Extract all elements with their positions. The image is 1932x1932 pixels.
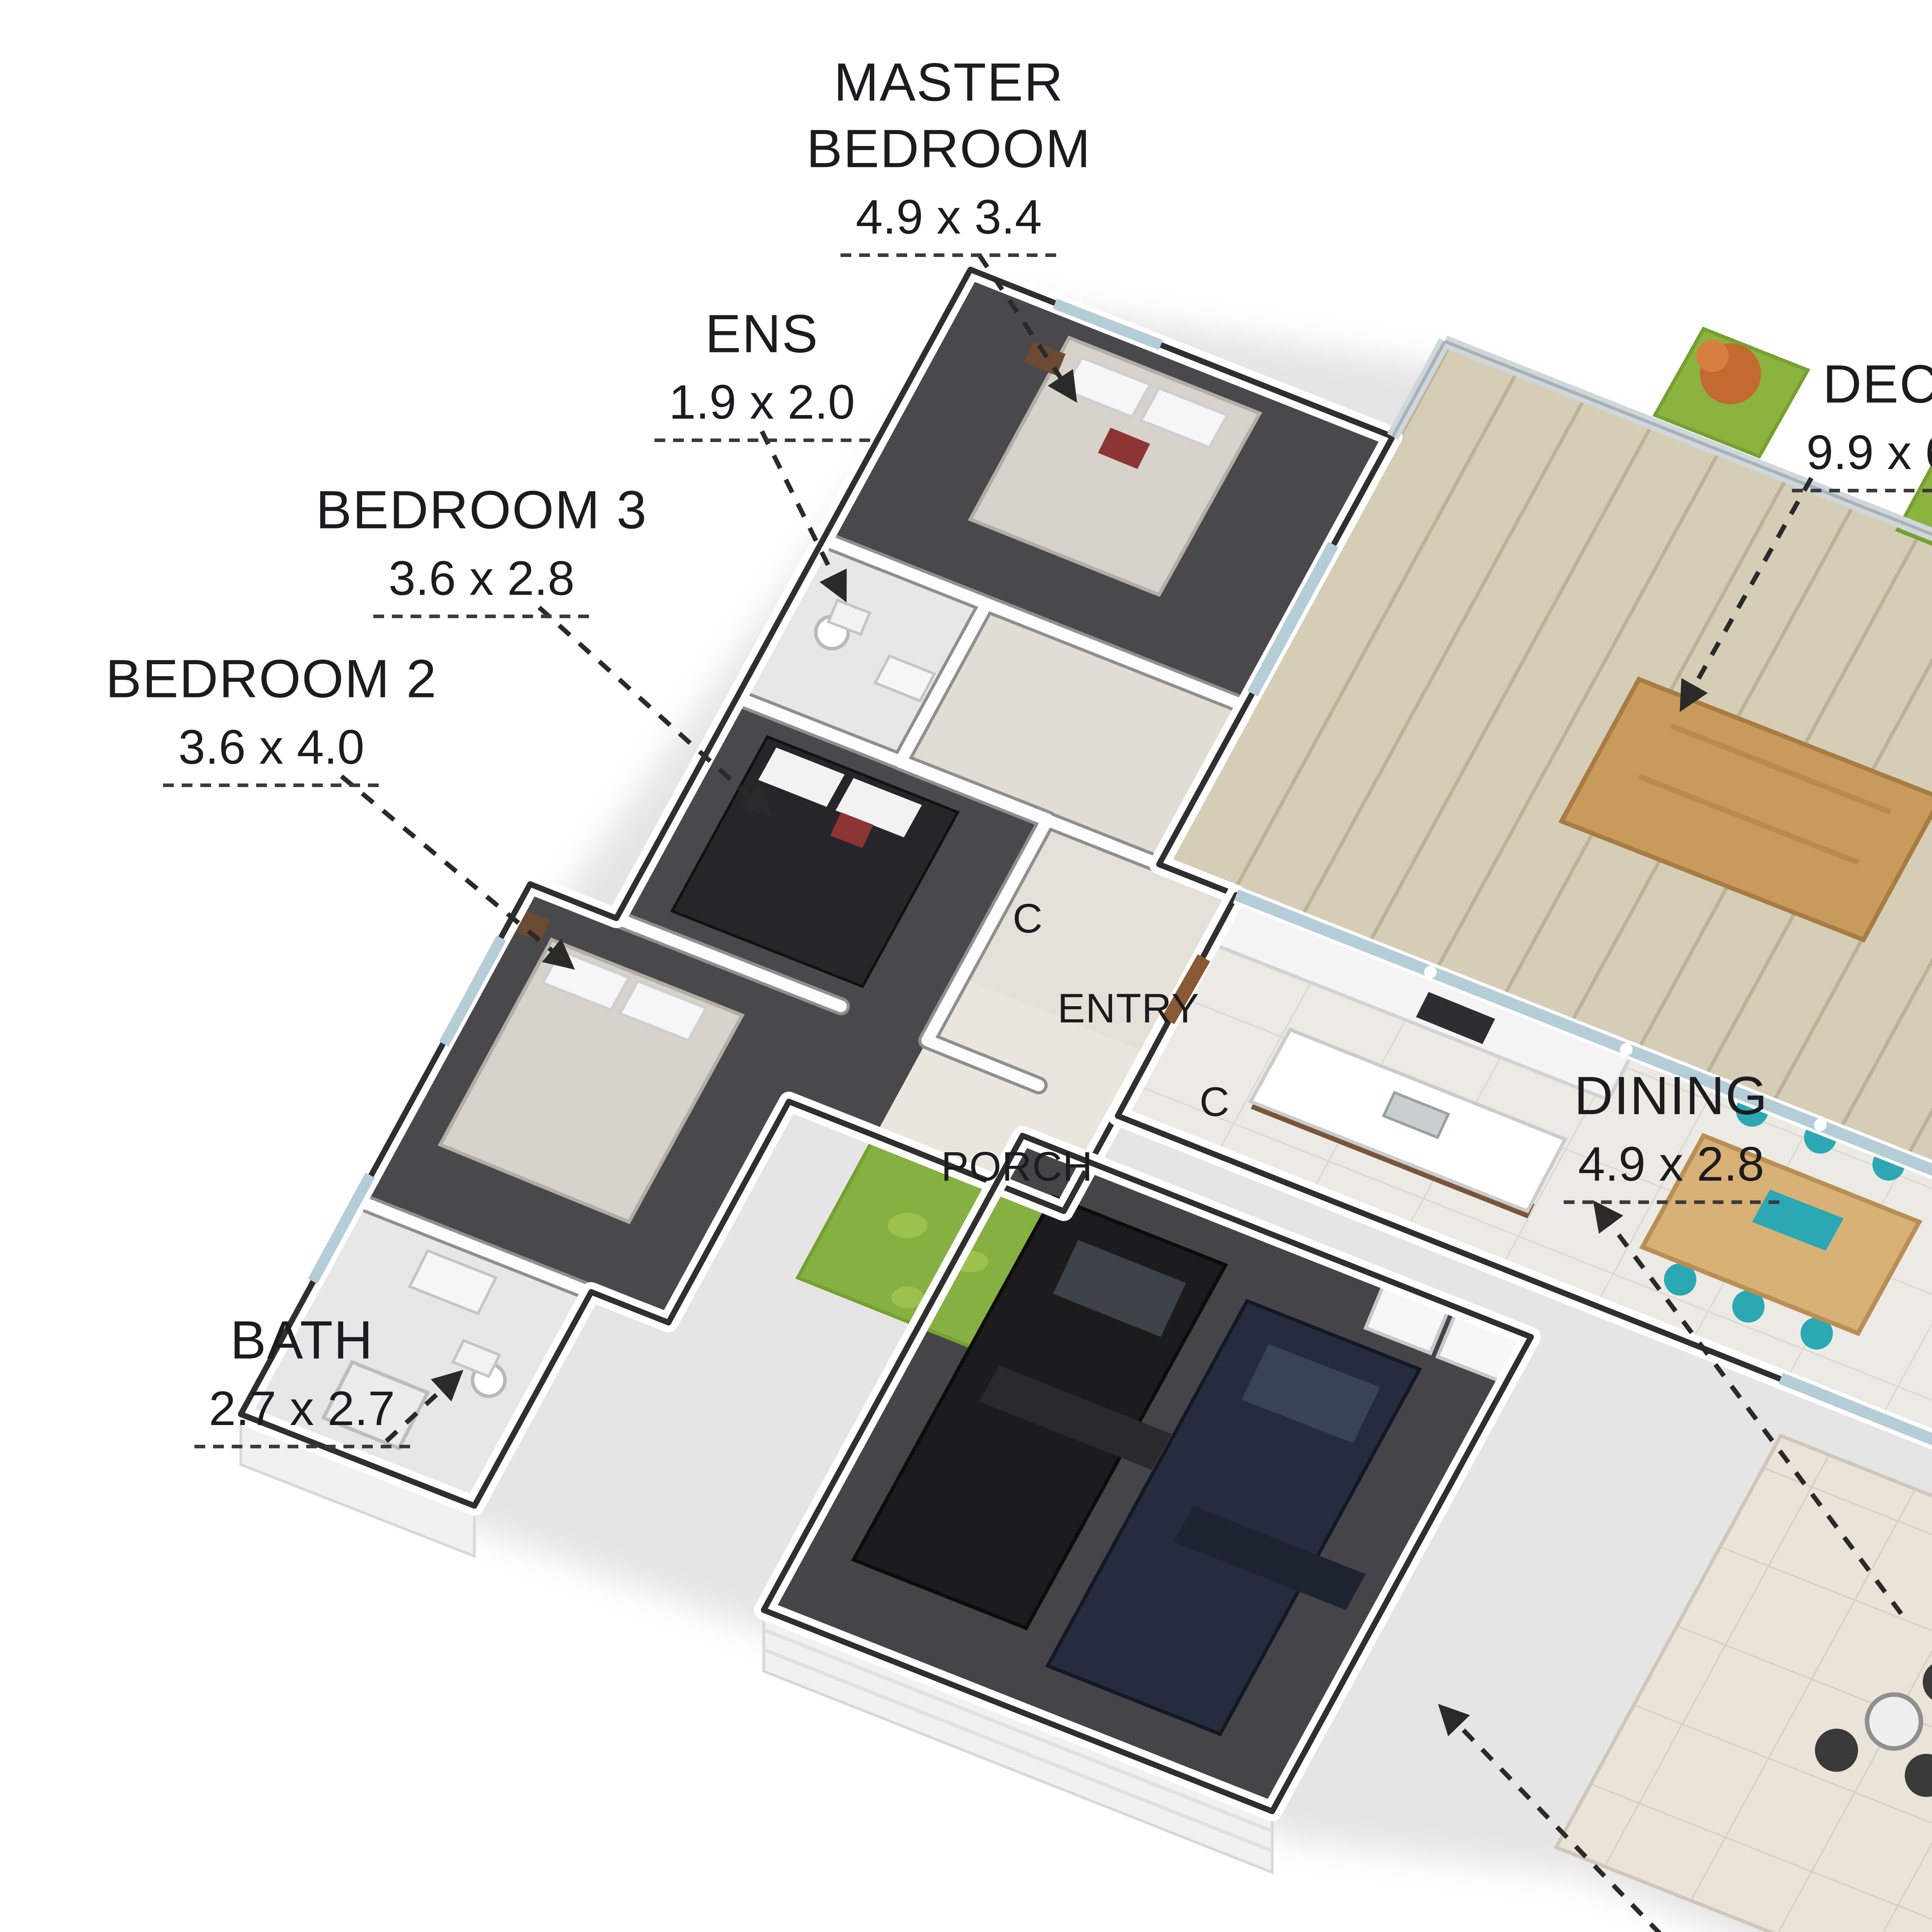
deck-floor — [1159, 341, 1932, 1170]
label-deck: DECK 9.9 x 6.6 — [1792, 352, 1932, 493]
car-suv — [851, 1194, 1228, 1631]
label-bedroom-2: BEDROOM 2 3.6 x 4.0 — [105, 647, 437, 787]
exterior-walls — [231, 259, 1932, 1821]
glazing — [308, 298, 1932, 1449]
hall-floor — [900, 604, 1245, 864]
patio-furniture — [1815, 1664, 1932, 1797]
label-dining: DINING 4.9 x 2.8 — [1563, 1064, 1779, 1204]
entry-door — [1162, 954, 1210, 1024]
label-closet-1: C — [1012, 895, 1043, 942]
label-leaders — [340, 254, 1903, 1932]
car-sedan — [1045, 1299, 1422, 1736]
label-porch: PORCH — [941, 1143, 1093, 1190]
label-bath: BATH 2.7 x 2.7 — [194, 1308, 410, 1449]
patio-floor — [1553, 1433, 1932, 1932]
dining-table — [1639, 1094, 1922, 1350]
label-ens: ENS 1.9 x 2.0 — [654, 302, 869, 442]
label-entry: ENTRY — [1057, 985, 1200, 1032]
wall-faces — [239, 1412, 1274, 1874]
kitchen-island — [1248, 1027, 1568, 1219]
label-bedroom-3: BEDROOM 3 3.6 x 2.8 — [316, 478, 647, 618]
master-bed — [968, 335, 1262, 597]
bath-floor — [241, 1200, 590, 1506]
label-master-bedroom: MASTER BEDROOM 4.9 x 3.4 — [806, 50, 1091, 257]
deck-table — [1558, 676, 1932, 943]
ensuite-fixtures — [814, 598, 937, 703]
interior-walls — [349, 530, 1255, 1301]
label-closet-2: C — [1199, 1078, 1230, 1125]
